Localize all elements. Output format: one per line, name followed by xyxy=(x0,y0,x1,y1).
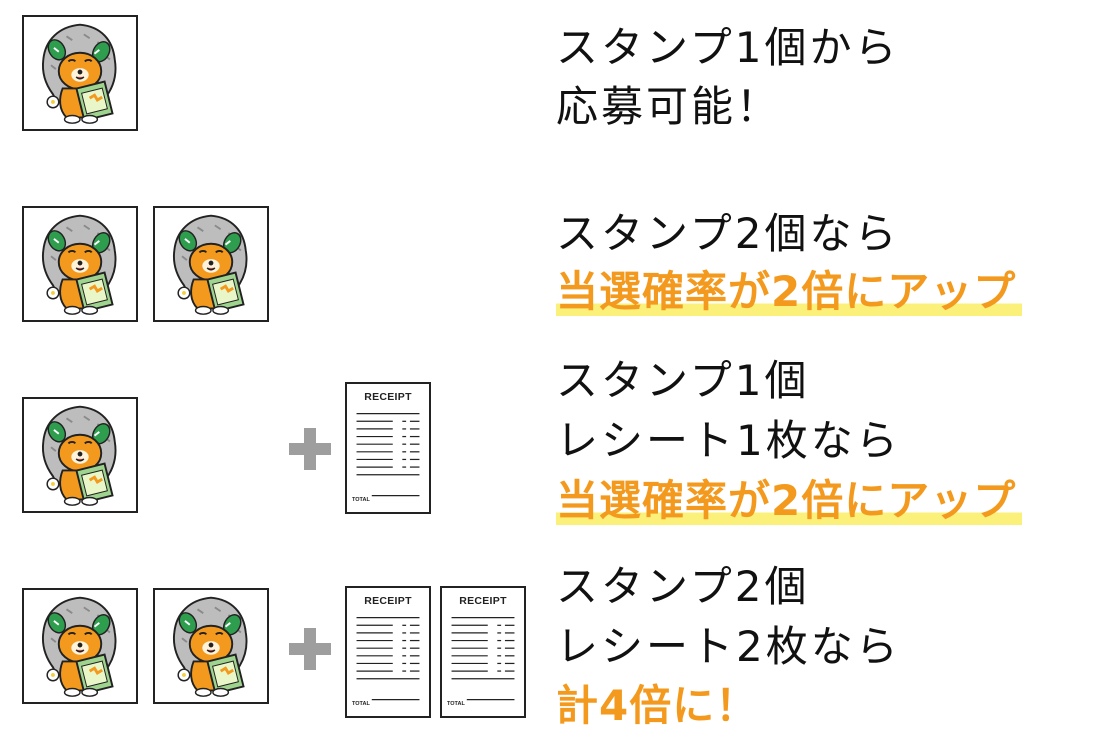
row4-line2: レシート2枚なら xyxy=(556,622,901,671)
row4-highlight-text: 計4倍に！ xyxy=(556,681,759,730)
receipt-icon: RECEIPT TOTAL xyxy=(345,586,431,718)
receipt-title: RECEIPT xyxy=(364,595,412,607)
row4-line1: スタンプ2個 xyxy=(556,562,810,611)
receipt-total: TOTAL xyxy=(352,701,370,707)
row3-line2: レシート1枚なら xyxy=(556,416,901,465)
row3-highlight-text: 当選確率が2倍にアップ xyxy=(556,476,1023,525)
mascot-stamp-icon xyxy=(153,206,269,322)
row1-line1: スタンプ1個から xyxy=(556,23,900,72)
mascot-stamp-icon xyxy=(153,588,269,704)
mascot-stamp-icon xyxy=(22,15,138,131)
row2-highlight-text: 当選確率が2倍にアップ xyxy=(556,267,1023,316)
row3-line1: スタンプ1個 xyxy=(556,356,810,405)
receipt-total: TOTAL xyxy=(447,701,465,707)
plus-icon xyxy=(285,424,335,474)
mascot-stamp-icon xyxy=(22,588,138,704)
row2-highlight: 当選確率が2倍にアップ xyxy=(556,267,1023,316)
mascot-stamp-icon xyxy=(22,206,138,322)
row1-line2: 応募可能！ xyxy=(556,82,782,131)
receipt-icon: RECEIPT TOTAL xyxy=(345,382,431,514)
row4-highlight: 計4倍に！ xyxy=(556,685,764,727)
receipt-title: RECEIPT xyxy=(459,595,507,607)
receipt-title: RECEIPT xyxy=(364,391,412,403)
row3-highlight: 当選確率が2倍にアップ xyxy=(556,476,1023,525)
row2-line1: スタンプ2個なら xyxy=(556,209,900,258)
plus-icon xyxy=(285,624,335,674)
receipt-icon: RECEIPT TOTAL xyxy=(440,586,526,718)
mascot-stamp-icon xyxy=(22,397,138,513)
receipt-total: TOTAL xyxy=(352,497,370,503)
